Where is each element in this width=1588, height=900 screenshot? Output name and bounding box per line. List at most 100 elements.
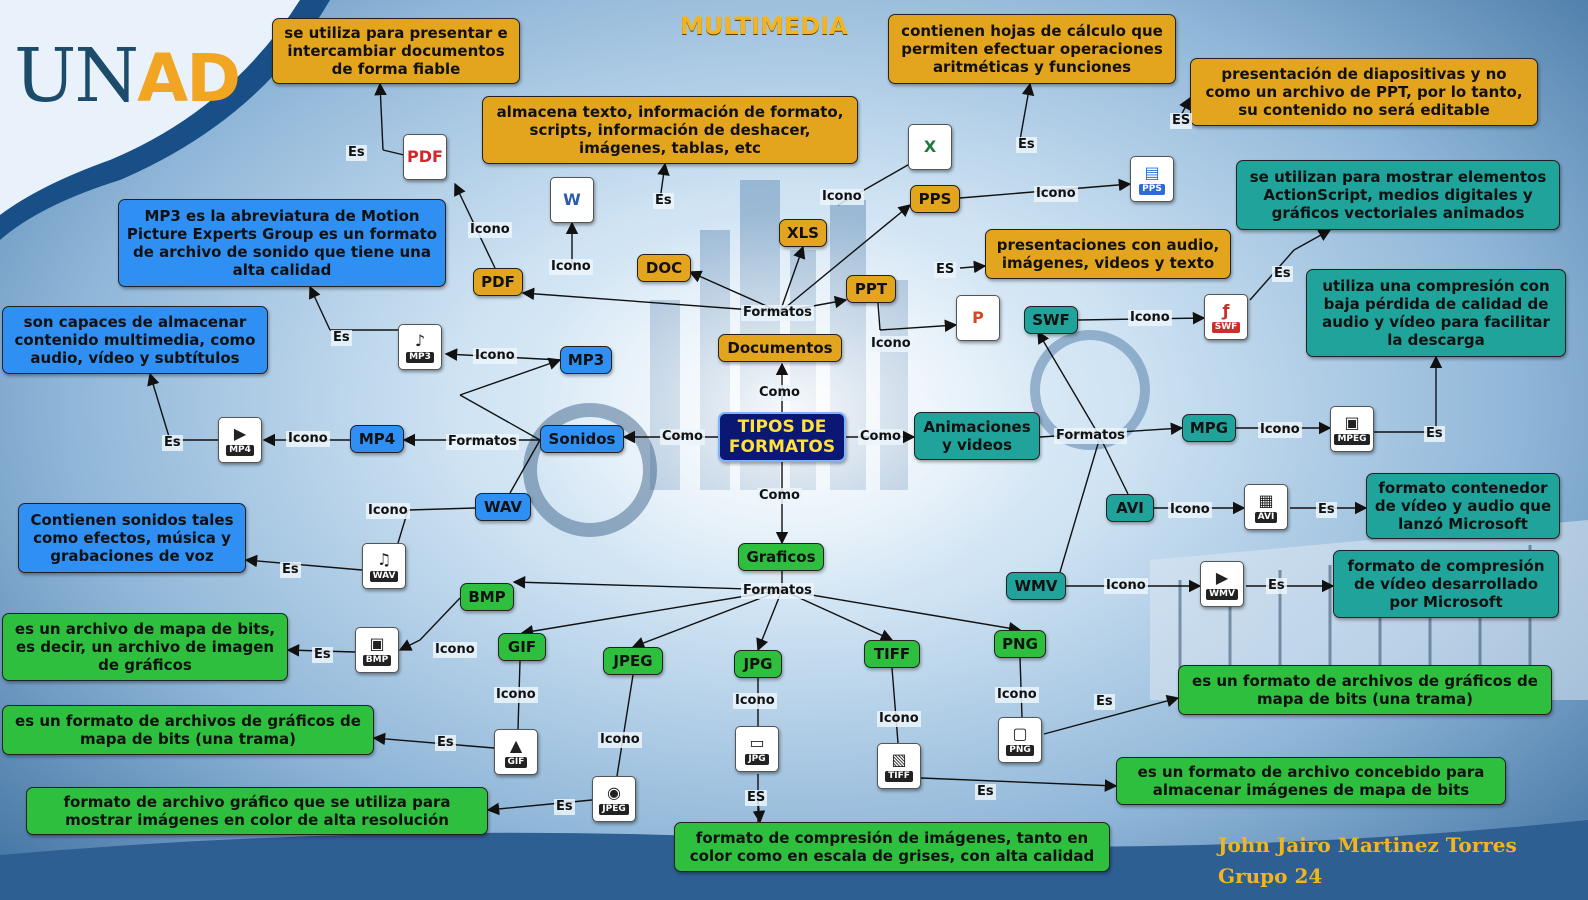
gif-file-icon-glyph: ▲ <box>509 735 523 755</box>
connector-60 <box>616 674 634 777</box>
center-node: TIPOS DE FORMATOS <box>718 412 846 462</box>
link-label-es-33: Es <box>280 562 301 578</box>
page-title: MULTIMEDIA <box>680 12 848 40</box>
connector-61 <box>486 799 593 816</box>
link-label-es-31: Es <box>331 330 352 346</box>
connector-51 <box>631 589 783 649</box>
format-node-avi: AVI <box>1106 494 1154 522</box>
jpg-file-icon-glyph: ▭ <box>749 732 765 752</box>
connector-13 <box>877 302 881 331</box>
description-doc: almacena texto, información de formato, … <box>482 96 858 164</box>
format-node-swf: SWF <box>1024 306 1078 334</box>
connector-16 <box>374 82 387 151</box>
link-label-es-42: Es <box>975 784 996 800</box>
description-mp4: son capaces de almacenar contenido multi… <box>2 306 268 374</box>
link-label-icono-10: Icono <box>820 189 864 205</box>
connector-54 <box>781 589 1022 635</box>
connector-4 <box>521 287 781 313</box>
connector-27 <box>407 507 476 511</box>
tiff-file-icon: ▧TIFF <box>877 743 921 789</box>
description-jpg: formato de compresión de imágenes, tanto… <box>674 822 1110 872</box>
link-label-es_caps-30: ES <box>934 262 957 278</box>
link-label-es-26: Es <box>346 145 367 161</box>
link-label-es-27: Es <box>653 193 674 209</box>
link-label-es-32: Es <box>162 435 183 451</box>
description-mpg: utiliza una compresión con baja pérdida … <box>1306 269 1566 357</box>
description-swf: se utilizan para mostrar elementos Actio… <box>1236 160 1560 230</box>
connector-36 <box>1099 436 1129 495</box>
unad-logo: UNAD <box>14 33 241 119</box>
connector-65 <box>891 667 899 744</box>
format-node-mp3: MP3 <box>560 346 612 374</box>
avi-file-icon-glyph: ▦ <box>1258 490 1274 510</box>
connector-43 <box>1293 229 1332 251</box>
link-label-es-43: Es <box>1094 694 1115 710</box>
tiff-file-icon-caption: TIFF <box>885 770 913 782</box>
connector-35 <box>1037 330 1101 438</box>
mp4-file-icon-caption: MP4 <box>226 444 254 456</box>
avi-file-icon: ▦AVI <box>1244 484 1288 530</box>
word-file-icon: W <box>550 177 594 223</box>
description-avi: formato contenedor de vídeo y audio que … <box>1366 473 1560 539</box>
link-label-icono-8: Icono <box>468 222 512 238</box>
link-label-icono-12: Icono <box>869 336 913 352</box>
format-node-jpg: JPG <box>734 650 782 678</box>
connector-18 <box>1019 82 1035 141</box>
connector-52 <box>756 589 783 652</box>
wav-file-icon-caption: WAV <box>369 570 399 582</box>
wav-file-icon-glyph: ♫ <box>376 549 392 569</box>
format-node-gif: GIF <box>498 633 546 661</box>
link-label-como-1: Como <box>660 429 705 445</box>
connector-33 <box>244 554 363 571</box>
wmv-file-icon-glyph: ▶ <box>1215 567 1229 587</box>
format-node-pps: PPS <box>910 185 960 213</box>
link-label-icono-13: Icono <box>473 348 517 364</box>
link-label-como-3: Como <box>757 488 802 504</box>
wmv-file-icon: ▶WMV <box>1200 561 1244 607</box>
author-group: Grupo 24 <box>1218 864 1323 888</box>
format-node-ppt: PPT <box>846 275 896 303</box>
pdf-file-icon-glyph: PDF <box>407 147 443 166</box>
connector-7 <box>779 204 912 313</box>
description-tiff: es un formato de archivo concebido para … <box>1116 757 1506 805</box>
link-label-icono-24: Icono <box>877 711 921 727</box>
png-file-icon-caption: PNG <box>1006 744 1034 756</box>
format-node-jpeg: JPEG <box>603 647 663 675</box>
link-label-icono-11: Icono <box>1034 186 1078 202</box>
format-node-tiff: TIFF <box>864 640 920 668</box>
format-node-bmp: BMP <box>460 583 514 611</box>
format-node-pdf: PDF <box>473 268 523 296</box>
powerpoint-file-icon: P <box>956 295 1000 341</box>
category-sounds: Sonidos <box>540 425 624 453</box>
connector-55 <box>419 597 461 641</box>
description-jpeg: formato de archivo gráfico que se utiliz… <box>26 787 488 835</box>
format-node-xls: XLS <box>779 219 827 247</box>
mp3-file-icon-caption: MP3 <box>406 351 434 363</box>
png-file-icon-glyph: ▢ <box>1012 723 1028 743</box>
jpeg-file-icon-glyph: ◉ <box>607 782 621 802</box>
wav-file-icon: ♫WAV <box>362 543 406 589</box>
bmp-file-icon: ▣BMP <box>355 627 399 673</box>
format-node-doc: DOC <box>637 254 691 282</box>
link-label-como-0: Como <box>757 385 802 401</box>
description-ppt: presentaciones con audio, imágenes, vide… <box>985 229 1231 279</box>
description-pdf: se utiliza para presentar e intercambiar… <box>272 18 520 84</box>
format-node-mp4: MP4 <box>350 425 404 453</box>
description-wav: Contienen sonidos tales como efectos, mú… <box>18 503 246 573</box>
link-label-formatos-4: Formatos <box>741 305 814 321</box>
jpeg-file-icon-caption: JPEG <box>599 803 629 815</box>
png-file-icon: ▢PNG <box>998 717 1042 763</box>
powerpoint-file-icon-glyph: P <box>972 308 984 327</box>
pdf-file-icon: PDF <box>403 134 447 180</box>
link-label-icono-25: Icono <box>995 687 1039 703</box>
connector-6 <box>779 245 806 313</box>
swf-file-icon-caption: SWF <box>1211 321 1241 333</box>
word-file-icon-glyph: W <box>563 190 581 209</box>
link-label-icono-22: Icono <box>598 732 642 748</box>
link-label-icono-15: Icono <box>366 503 410 519</box>
connector-59 <box>372 732 495 749</box>
pps-file-icon-caption: PPS <box>1139 183 1165 195</box>
connector-23 <box>459 357 562 396</box>
